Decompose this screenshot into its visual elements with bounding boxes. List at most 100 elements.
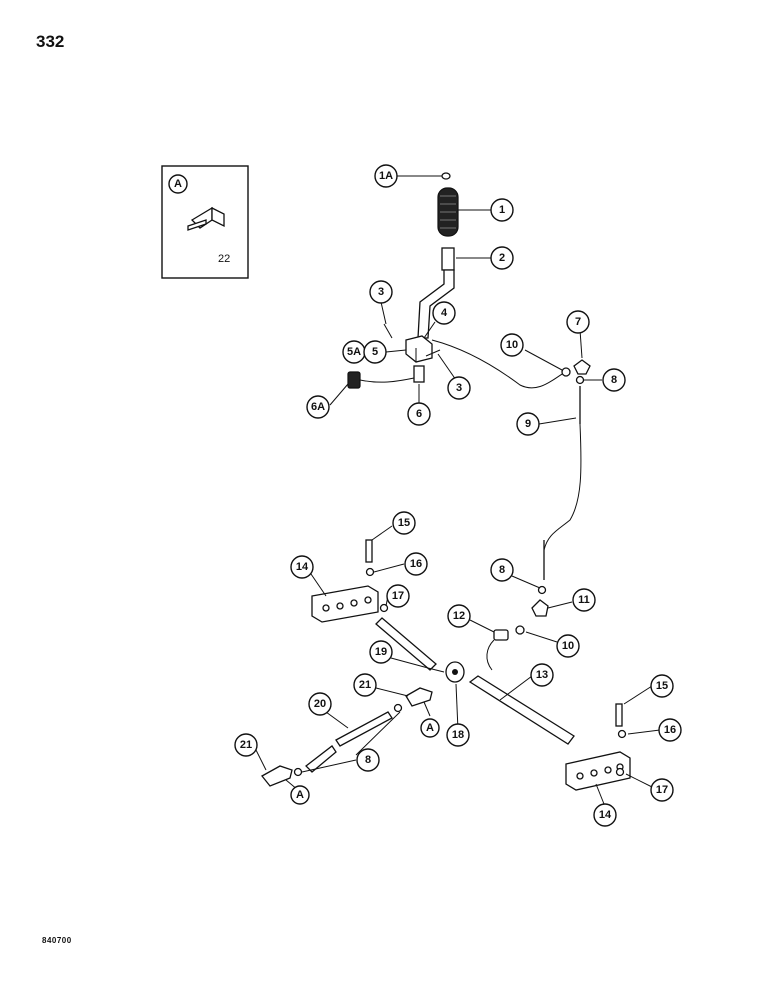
callout-8-middle: 8: [490, 558, 514, 582]
callout-20: 20: [308, 692, 332, 716]
svg-text:8: 8: [365, 754, 371, 766]
callout-13: 13: [530, 663, 554, 687]
grease-fitting: [347, 371, 361, 389]
sleeve: [441, 247, 455, 271]
knob-cap: [441, 172, 451, 180]
bracket-right: [565, 703, 631, 791]
clevis-upper: [405, 687, 433, 707]
callout-14-left: 14: [290, 555, 314, 579]
svg-text:10: 10: [506, 339, 518, 351]
jam-nut-lower: [515, 625, 525, 635]
connecting-cable: [543, 423, 582, 551]
svg-text:7: 7: [575, 316, 581, 328]
svg-text:3: 3: [456, 382, 462, 394]
svg-text:21: 21: [240, 739, 252, 751]
callout-21-upper: 21: [353, 673, 377, 697]
svg-text:9: 9: [525, 418, 531, 430]
nut-lower: [537, 585, 547, 595]
callout-5a: 5A: [342, 340, 366, 364]
svg-text:19: 19: [375, 646, 387, 658]
callout-a-lower: A: [290, 785, 310, 805]
svg-text:17: 17: [392, 590, 404, 602]
nut-left: [379, 603, 389, 613]
svg-text:8: 8: [499, 564, 505, 576]
callout-3-lower: 3: [447, 376, 471, 400]
svg-text:A: A: [296, 789, 304, 801]
callout-3-upper: 3: [369, 280, 393, 304]
ball-joint-upper: [573, 359, 591, 375]
coupler: [493, 629, 509, 641]
nut-upper: [575, 375, 585, 385]
svg-text:13: 13: [536, 669, 548, 681]
callout-15-right: 15: [650, 674, 674, 698]
callout-5: 5: [363, 340, 387, 364]
callout-9: 9: [516, 412, 540, 436]
cross-shaft-assembly: [261, 617, 575, 787]
callout-1a: 1A: [374, 164, 398, 188]
callout-10-upper: 10: [500, 333, 524, 357]
shift-lever-assembly: [347, 172, 591, 671]
svg-text:5A: 5A: [347, 346, 361, 358]
callout-8-upper: 8: [602, 368, 626, 392]
svg-text:15: 15: [656, 680, 668, 692]
nut-clevis-upper: [393, 703, 403, 713]
svg-text:1A: 1A: [379, 170, 393, 182]
inset-view-letter: A: [174, 178, 182, 190]
clevis-lower: [261, 765, 293, 787]
callout-18: 18: [446, 723, 470, 747]
callout-7: 7: [566, 310, 590, 334]
callout-8-lower: 8: [356, 748, 380, 772]
svg-text:18: 18: [452, 729, 464, 741]
svg-text:17: 17: [656, 784, 668, 796]
callout-17-right: 17: [650, 778, 674, 802]
svg-text:21: 21: [359, 679, 371, 691]
callout-16-left: 16: [404, 552, 428, 576]
footer-code: 840700: [42, 936, 72, 945]
svg-text:20: 20: [314, 698, 326, 710]
callout-2: 2: [490, 246, 514, 270]
svg-text:14: 14: [599, 809, 612, 821]
svg-text:2: 2: [499, 252, 505, 264]
lever-rod: [417, 269, 455, 339]
callout-15-left: 15: [392, 511, 416, 535]
inset-view-a: A 22: [161, 165, 249, 279]
jam-nut-upper: [561, 367, 571, 377]
svg-text:12: 12: [453, 610, 465, 622]
bolt-left: [365, 539, 373, 563]
callout-10-lower: 10: [556, 634, 580, 658]
svg-text:14: 14: [296, 561, 309, 573]
callout-12: 12: [447, 604, 471, 628]
callout-1: 1: [490, 198, 514, 222]
svg-text:16: 16: [664, 724, 676, 736]
bracket-left: [311, 539, 389, 623]
nut-clevis-lower: [293, 767, 303, 777]
svg-text:6A: 6A: [311, 401, 325, 413]
rod-middle: [335, 711, 393, 747]
page-number: 332: [36, 32, 65, 51]
callout-a-upper: A: [420, 718, 440, 738]
callout-19: 19: [369, 640, 393, 664]
washer-left: [365, 567, 375, 577]
inset-part-number: 22: [218, 253, 230, 265]
svg-text:15: 15: [398, 517, 410, 529]
control-cable: [431, 339, 567, 389]
callout-6a: 6A: [306, 395, 330, 419]
bushing: [413, 365, 425, 383]
callout-4: 4: [432, 301, 456, 325]
roll-pin-upper: [383, 323, 393, 339]
callout-16-right: 16: [658, 718, 682, 742]
callout-21-lower: 21: [234, 733, 258, 757]
pivot-block: [405, 335, 433, 363]
svg-text:5: 5: [372, 346, 378, 358]
callouts: 1A 1 2 3 4 5A 5 3 6A 6 7 10 8 9 15 16 14…: [234, 164, 682, 827]
svg-text:10: 10: [562, 640, 574, 652]
svg-text:16: 16: [410, 558, 422, 570]
svg-text:1: 1: [499, 204, 505, 216]
callout-17-left: 17: [386, 584, 410, 608]
svg-text:11: 11: [578, 594, 590, 606]
ball-joint-lower: [531, 599, 549, 617]
callout-14-right: 14: [593, 803, 617, 827]
svg-text:A: A: [426, 722, 434, 734]
callout-11: 11: [572, 588, 596, 612]
